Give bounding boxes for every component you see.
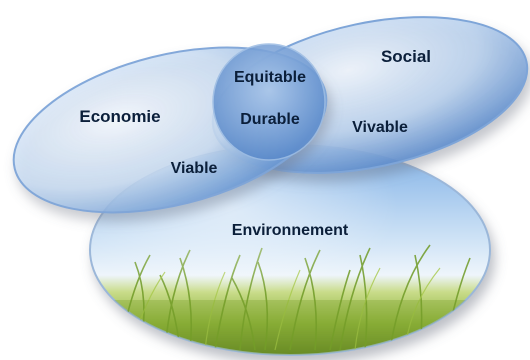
label-equitable: Equitable bbox=[234, 69, 306, 86]
label-economie: Economie bbox=[79, 107, 160, 126]
label-vivable: Vivable bbox=[352, 119, 408, 136]
label-durable: Durable bbox=[240, 111, 300, 128]
label-viable: Viable bbox=[171, 160, 218, 177]
durable-center bbox=[212, 43, 326, 161]
label-social: Social bbox=[381, 47, 431, 66]
label-environnement: Environnement bbox=[232, 222, 349, 239]
